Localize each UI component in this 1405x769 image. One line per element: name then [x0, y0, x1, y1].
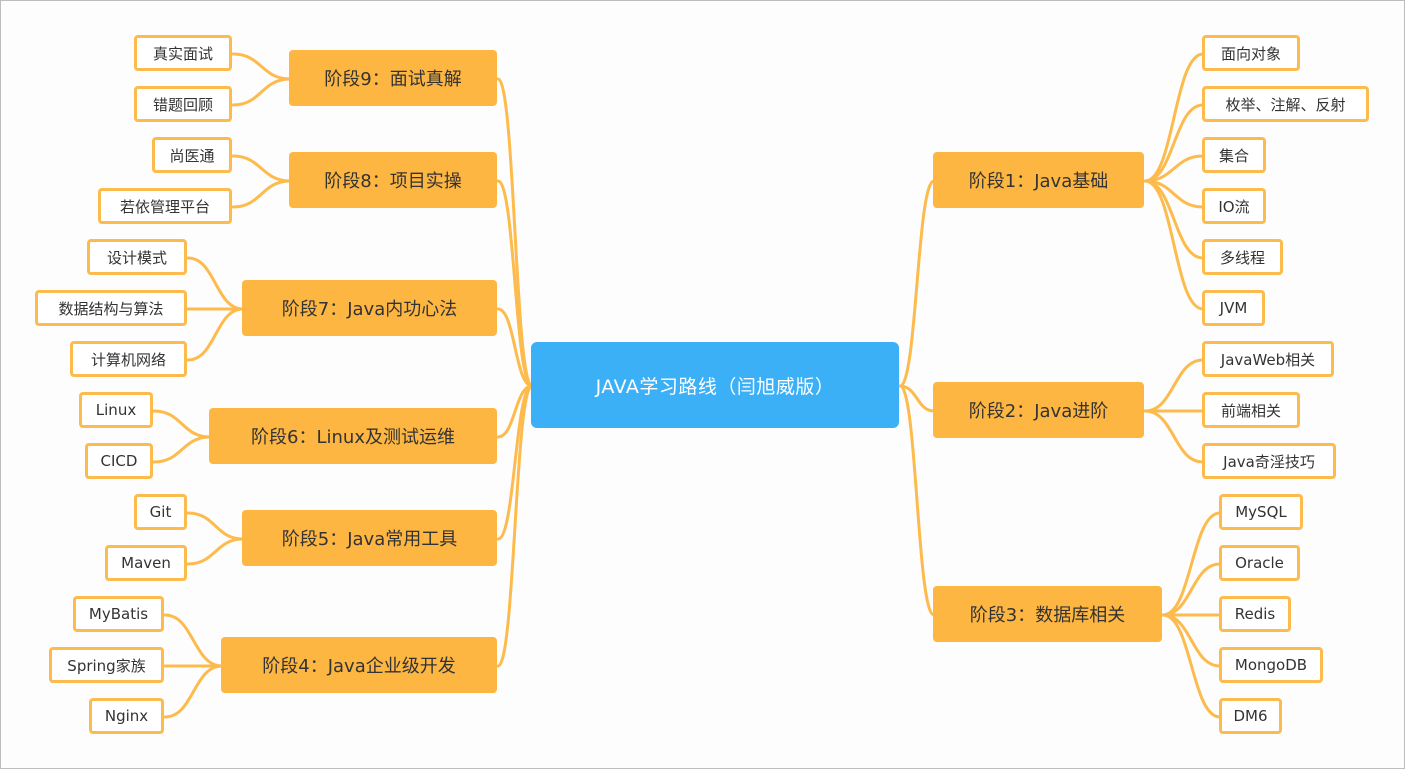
link-stage3-leaf-1 — [1161, 562, 1222, 617]
link-stage1-leaf-1 — [1143, 103, 1205, 183]
leaf-node-collections[interactable]: 集合 — [1202, 137, 1266, 173]
link-stage8-leaf-1 — [231, 179, 292, 209]
link-root-stage8 — [496, 179, 534, 388]
leaf-node-mybatis[interactable]: MyBatis — [73, 596, 164, 632]
stage-node-stage3[interactable]: 阶段3：数据库相关 — [933, 586, 1162, 642]
link-root-stage6 — [496, 384, 534, 439]
link-stage2-leaf-0 — [1143, 358, 1205, 413]
stage-node-stage1[interactable]: 阶段1：Java基础 — [933, 152, 1144, 208]
leaf-node-frontend[interactable]: 前端相关 — [1202, 392, 1300, 428]
leaf-node-data-structures[interactable]: 数据结构与算法 — [35, 290, 187, 326]
leaf-node-design-patterns[interactable]: 设计模式 — [87, 239, 187, 275]
leaf-node-javaweb[interactable]: JavaWeb相关 — [1202, 341, 1334, 377]
leaf-node-git[interactable]: Git — [134, 494, 187, 530]
leaf-node-cicd[interactable]: CICD — [85, 443, 153, 479]
stage-node-stage7[interactable]: 阶段7：Java内功心法 — [242, 280, 497, 336]
leaf-node-spring-family[interactable]: Spring家族 — [49, 647, 164, 683]
root-node[interactable]: JAVA学习路线（闫旭威版） — [531, 342, 899, 428]
link-root-stage9 — [496, 77, 534, 388]
leaf-node-mysql[interactable]: MySQL — [1219, 494, 1303, 530]
link-stage4-leaf-0 — [163, 613, 224, 668]
leaf-node-ruoyi-platform[interactable]: 若依管理平台 — [98, 188, 232, 224]
stage-node-stage8[interactable]: 阶段8：项目实操 — [289, 152, 497, 208]
leaf-node-real-interview[interactable]: 真实面试 — [134, 35, 232, 71]
stage-node-stage4[interactable]: 阶段4：Java企业级开发 — [221, 637, 497, 693]
link-stage6-leaf-0 — [152, 409, 212, 439]
leaf-node-redis[interactable]: Redis — [1219, 596, 1291, 632]
stage-node-stage6[interactable]: 阶段6：Linux及测试运维 — [209, 408, 497, 464]
stage-node-stage9[interactable]: 阶段9：面试真解 — [289, 50, 497, 106]
link-stage2-leaf-2 — [1143, 409, 1205, 464]
leaf-node-oracle[interactable]: Oracle — [1219, 545, 1300, 581]
link-stage9-leaf-0 — [231, 52, 292, 81]
stage-node-stage5[interactable]: 阶段5：Java常用工具 — [242, 510, 497, 566]
leaf-node-dm6[interactable]: DM6 — [1219, 698, 1282, 734]
leaf-node-java-tricks[interactable]: Java奇淫技巧 — [1202, 443, 1336, 479]
leaf-node-enum-annotation-reflection[interactable]: 枚举、注解、反射 — [1202, 86, 1369, 122]
link-stage3-leaf-3 — [1161, 613, 1222, 668]
link-stage5-leaf-1 — [186, 537, 245, 566]
leaf-node-jvm[interactable]: JVM — [1202, 290, 1265, 326]
link-stage7-leaf-0 — [186, 256, 245, 311]
link-stage3-leaf-4 — [1161, 613, 1222, 719]
leaf-node-oop[interactable]: 面向对象 — [1202, 35, 1300, 71]
link-root-stage3 — [898, 384, 936, 617]
leaf-node-io-stream[interactable]: IO流 — [1202, 188, 1266, 224]
link-root-stage7 — [496, 307, 534, 388]
link-stage3-leaf-0 — [1161, 511, 1222, 617]
link-stage6-leaf-1 — [152, 435, 212, 464]
link-stage8-leaf-0 — [231, 154, 292, 183]
leaf-node-computer-network[interactable]: 计算机网络 — [70, 341, 187, 377]
leaf-node-nginx[interactable]: Nginx — [89, 698, 164, 734]
leaf-node-maven[interactable]: Maven — [105, 545, 187, 581]
leaf-node-linux[interactable]: Linux — [79, 392, 153, 428]
link-stage1-leaf-0 — [1143, 52, 1205, 183]
leaf-node-shangyitong[interactable]: 尚医通 — [152, 137, 232, 173]
link-stage5-leaf-0 — [186, 511, 245, 541]
leaf-node-error-review[interactable]: 错题回顾 — [134, 86, 232, 122]
link-root-stage2 — [898, 384, 936, 413]
link-root-stage1 — [898, 179, 936, 388]
link-stage9-leaf-1 — [231, 77, 292, 107]
link-stage4-leaf-2 — [163, 664, 224, 719]
leaf-node-mongodb[interactable]: MongoDB — [1219, 647, 1323, 683]
link-root-stage4 — [496, 384, 534, 668]
leaf-node-multithreading[interactable]: 多线程 — [1202, 239, 1283, 275]
link-stage1-leaf-5 — [1143, 179, 1205, 311]
link-stage7-leaf-2 — [186, 307, 245, 362]
stage-node-stage2[interactable]: 阶段2：Java进阶 — [933, 382, 1144, 438]
